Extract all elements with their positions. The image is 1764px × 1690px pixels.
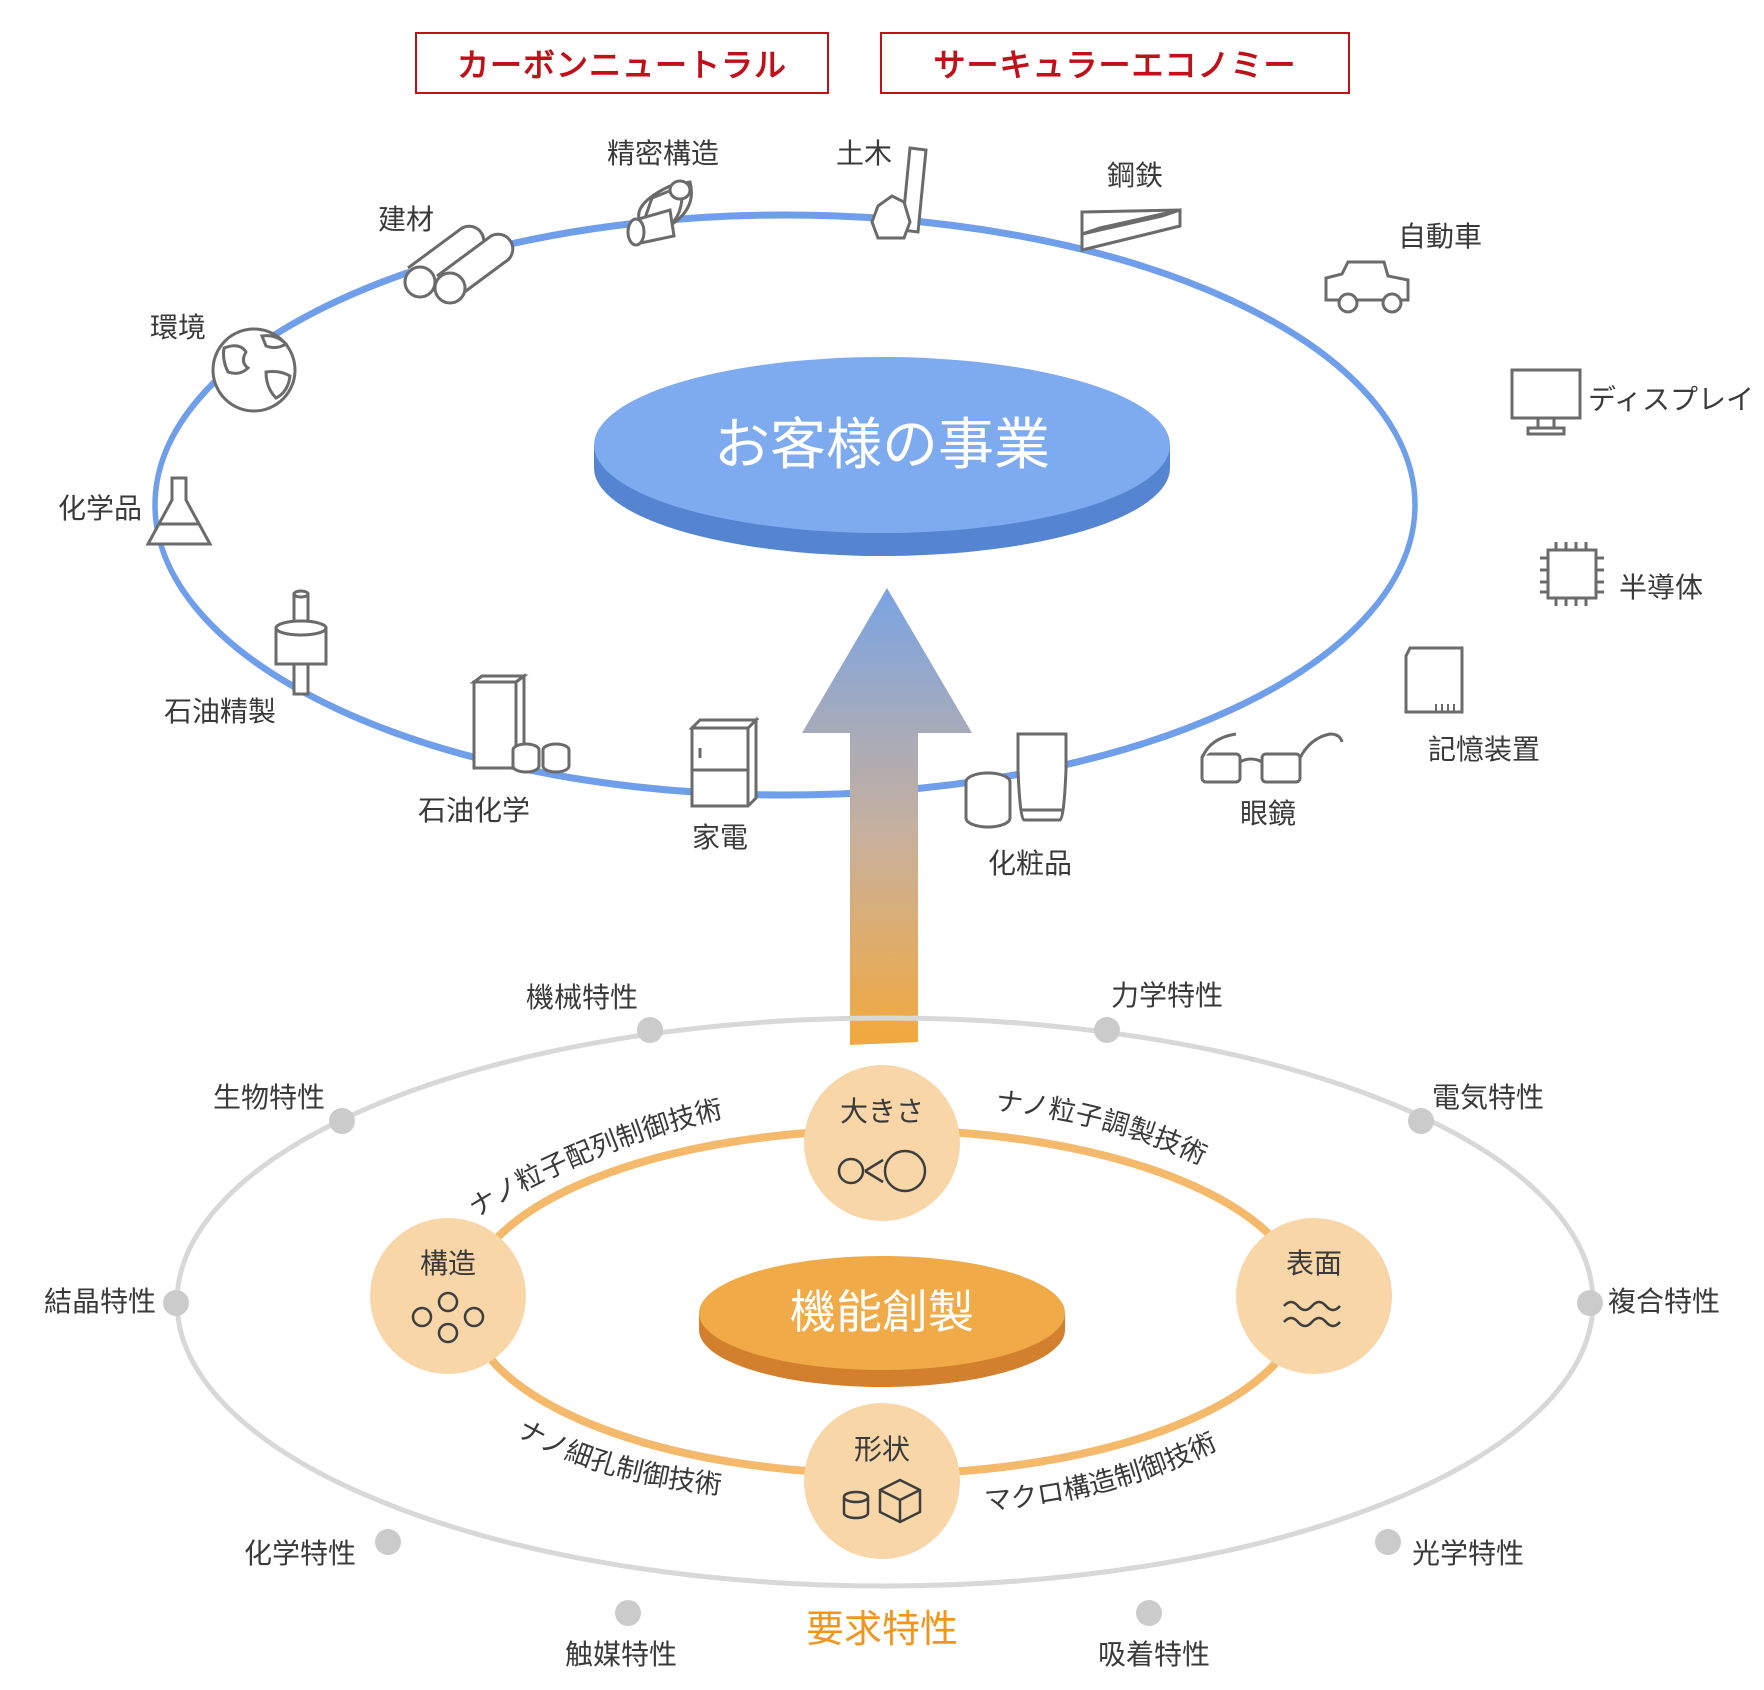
property-dots	[163, 1017, 1603, 1626]
property-mechanical: 機械特性	[525, 981, 639, 1014]
node-structure	[370, 1218, 526, 1374]
function-creation-title: 機能創製	[790, 1285, 974, 1339]
monitor-icon	[1510, 368, 1582, 436]
industry-label-refining: 石油精製	[163, 695, 277, 728]
flask-icon	[145, 476, 213, 546]
sd-card-icon	[1404, 646, 1464, 714]
pipes-icon	[403, 224, 515, 305]
industry-label-eyewear: 眼鏡	[1239, 797, 1297, 830]
industry-label-display: ディスプレイ	[1588, 383, 1755, 416]
industry-label-cosmetics: 化粧品	[987, 847, 1073, 880]
industry-label-building: 建材	[377, 203, 435, 236]
industry-ring	[152, 211, 1418, 799]
property-optical: 光学特性	[1411, 1537, 1525, 1570]
property-composite: 複合特性	[1608, 1285, 1721, 1318]
requirement-label: 要求特性	[805, 1607, 959, 1651]
node-shape	[804, 1403, 960, 1559]
property-crystal: 結晶特性	[43, 1285, 156, 1318]
property-chemical: 化学特性	[243, 1537, 357, 1570]
property-electrical: 電気特性	[1431, 1081, 1545, 1114]
property-biological: 生物特性	[212, 1081, 326, 1114]
globe-icon	[211, 327, 297, 413]
refinery-icon	[274, 589, 328, 696]
up-arrow	[802, 588, 972, 1045]
node-size-label: 大きさ	[839, 1095, 925, 1128]
refrigerator-icon	[688, 716, 760, 808]
bent-pipe-icon	[626, 179, 693, 247]
industry-label-semiconductor: 半導体	[1619, 571, 1704, 604]
chip-icon	[1540, 542, 1604, 606]
technique-label-4: マクロ構造制御技術	[983, 1427, 1221, 1517]
car-icon	[1324, 260, 1410, 314]
cube-icon	[842, 1478, 922, 1524]
waves-icon	[1283, 1300, 1341, 1328]
industry-label-environment: 環境	[149, 311, 207, 344]
node-shape-label: 形状	[853, 1433, 911, 1466]
industry-label-appliances: 家電	[691, 821, 749, 854]
industry-label-storage: 記憶装置	[1427, 733, 1541, 766]
customer-business-title: お客様の事業	[714, 413, 1050, 478]
property-catalytic: 触媒特性	[564, 1638, 678, 1671]
industry-label-petrochemical: 石油化学	[417, 794, 531, 827]
steel-bar-icon	[1080, 208, 1182, 252]
cosmetics-icon	[964, 732, 1068, 829]
node-size	[804, 1065, 960, 1221]
carbon-neutral-tag: カーボンニュートラル	[415, 32, 829, 94]
industry-label-chemicals: 化学品	[57, 492, 143, 525]
property-adsorption: 吸着特性	[1097, 1638, 1211, 1671]
node-structure-label: 構造	[419, 1247, 477, 1280]
property-dynamics: 力学特性	[1110, 979, 1224, 1012]
particles-icon	[411, 1291, 485, 1344]
customer-business-disc	[594, 357, 1170, 556]
industry-label-civil: 土木	[835, 137, 893, 170]
industry-label-precision: 精密構造	[606, 137, 720, 170]
tank-icon	[469, 673, 571, 774]
size-circles-icon	[837, 1149, 927, 1193]
function-creation-disc	[699, 1256, 1065, 1387]
node-surface-label: 表面	[1285, 1247, 1343, 1280]
node-surface	[1236, 1218, 1392, 1374]
circular-economy-tag: サーキュラーエコノミー	[880, 32, 1350, 94]
industry-label-steel: 鋼鉄	[1106, 159, 1164, 192]
technique-label-1: ナノ粒子配列制御技術	[464, 1094, 726, 1224]
civil-engineering-icon	[870, 146, 928, 240]
industry-label-automobile: 自動車	[1397, 220, 1483, 253]
glasses-icon	[1200, 732, 1344, 784]
